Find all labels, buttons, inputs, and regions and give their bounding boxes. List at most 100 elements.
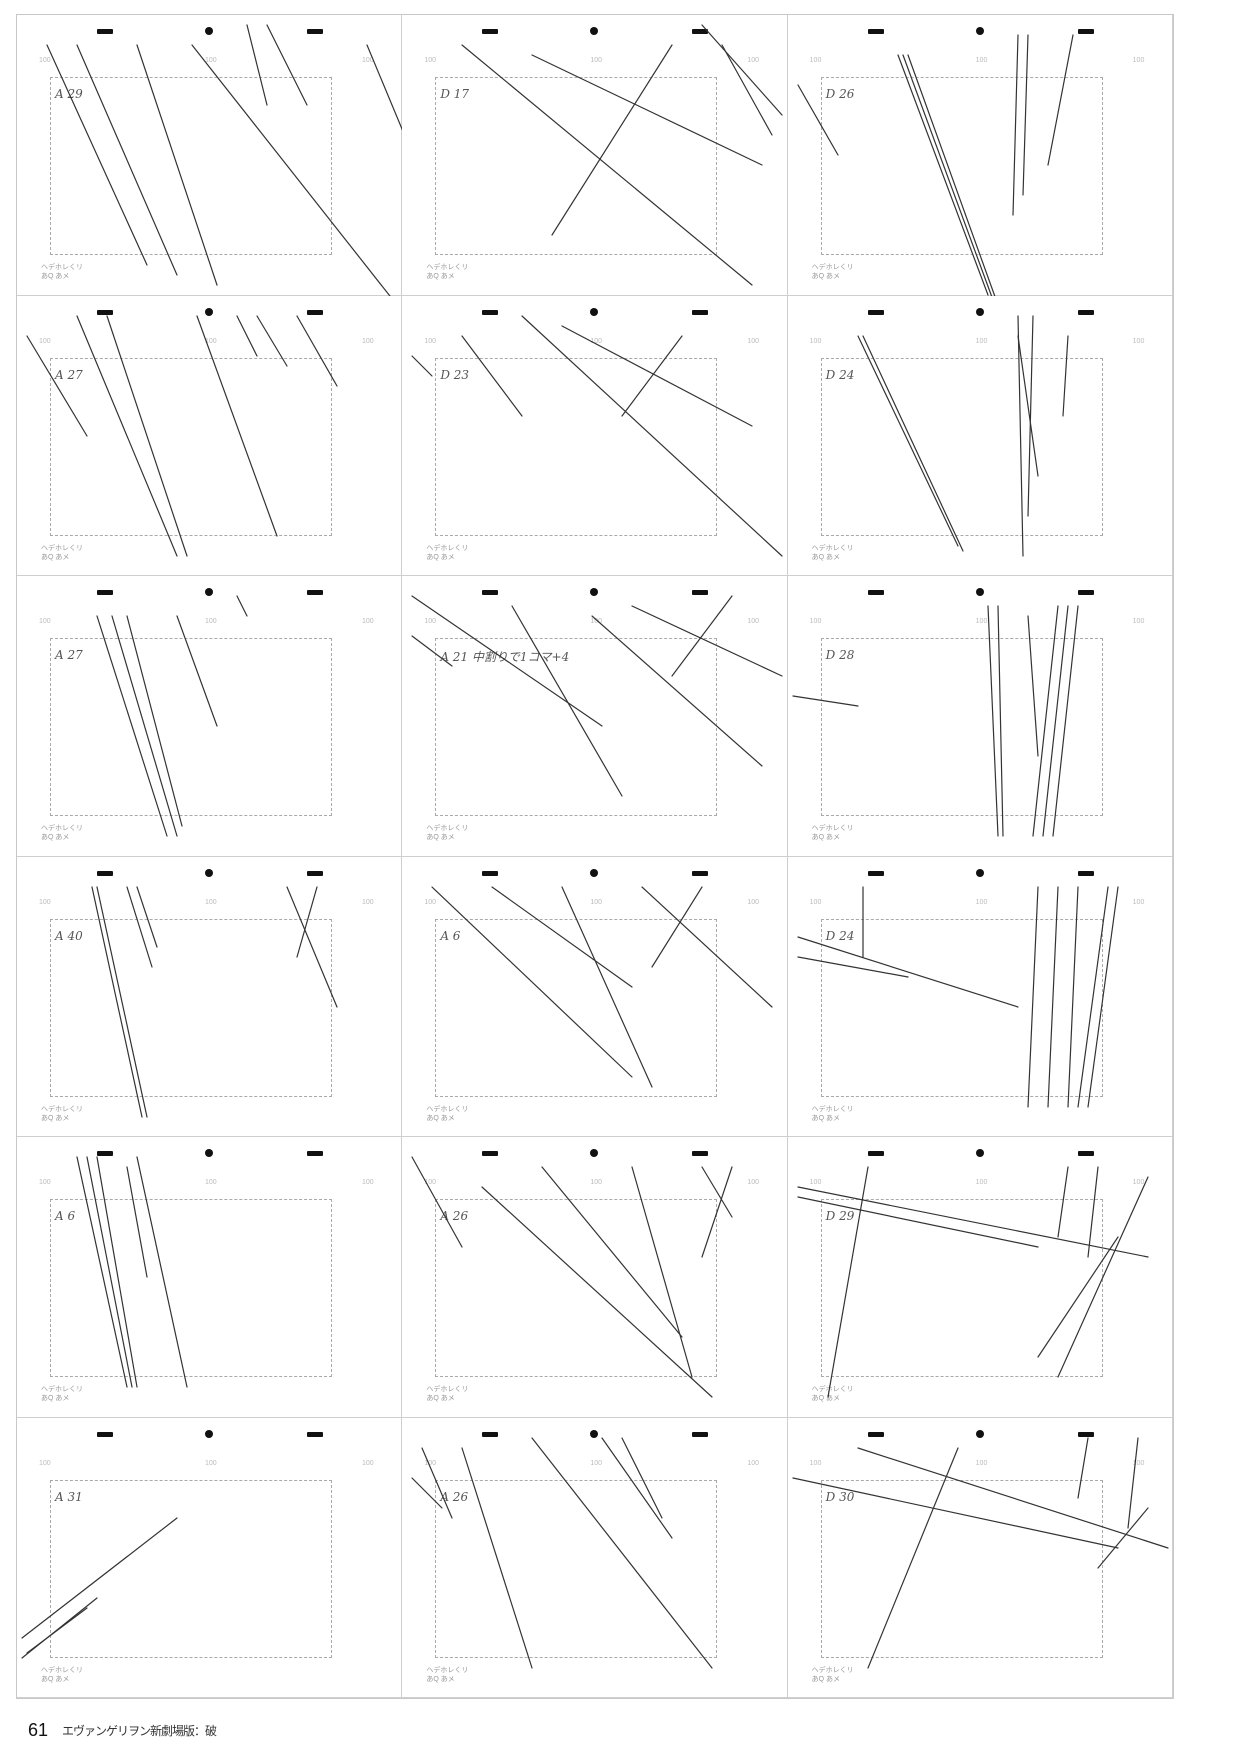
- cut-label: A 21 中割りで1コマ+4: [440, 650, 570, 664]
- cut-label: A 27: [55, 367, 83, 382]
- peg-hole-right: [692, 29, 709, 34]
- peg-hole-left: [482, 1431, 499, 1437]
- peg-hole-right: [692, 1151, 709, 1156]
- peg-hole-right: [307, 1431, 323, 1437]
- frame-label: 100: [1132, 618, 1145, 625]
- pencil-strokes: [21, 1516, 178, 1659]
- camera-field-frame: [435, 357, 718, 536]
- peg-hole-center: [590, 27, 599, 35]
- pencil-strokes: [411, 314, 783, 557]
- peg-hole-right: [307, 29, 323, 34]
- cut-label: A 27: [55, 648, 83, 662]
- frame-label: 100: [39, 337, 51, 345]
- frame-label: 100: [590, 337, 603, 345]
- frame-label: 100: [809, 57, 822, 64]
- frame-label: 100: [205, 57, 217, 64]
- pencil-strokes: [411, 595, 783, 797]
- peg-hole-center: [590, 868, 599, 877]
- frame-label: 100: [205, 618, 217, 625]
- frame-label: 100: [809, 898, 822, 906]
- pencil-strokes: [76, 1156, 188, 1388]
- camera-field-frame: [50, 1199, 332, 1377]
- peg-hole-center: [205, 588, 213, 596]
- pencil-strokes: [797, 885, 1119, 1108]
- frame-label: 100: [747, 1179, 760, 1186]
- camera-field-frame: [435, 1479, 718, 1658]
- frame-label: 100: [424, 1459, 437, 1467]
- peg-hole-left: [482, 590, 499, 595]
- frame-label: 100: [362, 337, 374, 345]
- sheet-footer: ヘデホレくリあQ あメ: [811, 1105, 854, 1122]
- cut-label: D 30: [825, 1489, 855, 1504]
- frame-label: 100: [39, 57, 51, 64]
- sheet-footer: ヘデホレくリあQ あメ: [811, 825, 854, 841]
- peg-hole-center: [590, 588, 599, 596]
- sheet-footer: ヘデホレくリあQ あメ: [41, 1666, 83, 1683]
- peg-hole-center: [975, 1149, 984, 1157]
- frame-label: 100: [1132, 337, 1145, 345]
- sheet-footer: ヘデホレくリあQ あメ: [811, 1666, 854, 1683]
- peg-hole-right: [1077, 1151, 1094, 1156]
- layout-sheet: 100 100 100 D 30 ヘデホレくリあQ あメ: [787, 1417, 1173, 1698]
- peg-hole-center: [205, 868, 213, 877]
- peg-hole-left: [97, 590, 113, 595]
- peg-hole-right: [307, 590, 323, 595]
- peg-hole-left: [867, 590, 884, 595]
- frame-label: 100: [975, 1459, 988, 1467]
- frame-label: 100: [809, 1459, 822, 1467]
- frame-label: 100: [975, 898, 988, 906]
- frame-label: 100: [590, 898, 603, 906]
- pencil-strokes: [91, 885, 338, 1118]
- peg-hole-right: [1077, 590, 1094, 595]
- peg-hole-center: [975, 1429, 984, 1438]
- pencil-strokes: [431, 885, 773, 1088]
- frame-label: 100: [205, 337, 217, 345]
- pencil-strokes: [26, 314, 338, 557]
- pencil-strokes: [792, 1436, 1169, 1669]
- peg-hole-right: [307, 309, 323, 315]
- sheet-footer: ヘデホレくリあQ あメ: [811, 544, 854, 561]
- peg-hole-center: [590, 1149, 599, 1157]
- book-title: エヴァンゲリヲン新劇場版：破: [62, 1724, 217, 1738]
- camera-field-frame: [820, 357, 1103, 536]
- peg-hole-right: [692, 590, 709, 595]
- camera-field-frame: [50, 1479, 332, 1658]
- frame-label: 100: [424, 337, 437, 345]
- frame-label: 100: [975, 618, 988, 625]
- frame-label: 100: [424, 898, 437, 906]
- cut-label: D 23: [440, 367, 470, 382]
- cut-label: D 24: [825, 367, 855, 382]
- peg-hole-right: [307, 870, 323, 876]
- sheet-footer: ヘデホレくリあQ あメ: [41, 264, 83, 280]
- frame-label: 100: [362, 57, 374, 64]
- peg-hole-right: [692, 309, 709, 315]
- camera-field-frame: [820, 77, 1103, 255]
- peg-hole-right: [1077, 29, 1094, 34]
- pencil-strokes: [411, 1156, 733, 1398]
- peg-hole-left: [482, 309, 499, 315]
- frame-label: 100: [39, 618, 51, 625]
- frame-label: 100: [1132, 57, 1145, 64]
- frame-label: 100: [362, 618, 374, 625]
- cut-label: A 40: [55, 928, 83, 943]
- peg-hole-left: [867, 870, 884, 876]
- peg-hole-left: [482, 870, 499, 876]
- camera-field-frame: [50, 638, 332, 816]
- sheet-footer: ヘデホレくリあQ あメ: [426, 544, 469, 561]
- camera-field-frame: [435, 77, 718, 255]
- camera-field-frame: [435, 638, 718, 816]
- frame-label: 100: [39, 1459, 51, 1467]
- page-number: 61: [28, 1720, 49, 1740]
- frame-label: 100: [39, 898, 51, 906]
- camera-field-frame: [435, 1199, 718, 1377]
- frame-label: 100: [1132, 1459, 1145, 1467]
- sheet-footer: ヘデホレくリあQ あメ: [426, 264, 469, 280]
